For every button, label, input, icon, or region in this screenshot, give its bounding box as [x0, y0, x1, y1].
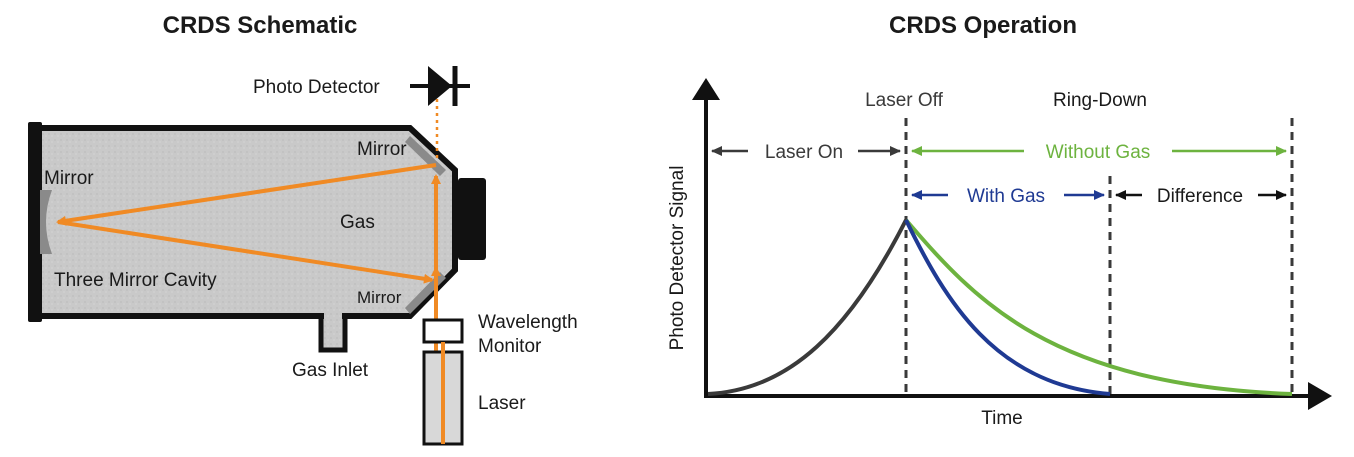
label-with-gas: With Gas	[967, 186, 1045, 207]
label-y-axis: Photo Detector Signal	[667, 166, 688, 351]
cavity-end-cap	[28, 122, 42, 322]
label-difference: Difference	[1157, 186, 1243, 207]
label-laser-on: Laser On	[765, 142, 843, 163]
label-laser: Laser	[478, 393, 526, 414]
y-axis-arrow-icon	[692, 78, 720, 100]
label-gas-inlet: Gas Inlet	[292, 360, 369, 381]
wavelength-monitor-box	[422, 318, 464, 344]
label-laser-off: Laser Off	[865, 90, 944, 111]
gas-inlet-joint	[324, 312, 342, 320]
laser-beam-to-left-mirror	[56, 163, 437, 226]
laser-on-curve	[707, 219, 908, 396]
label-photo-detector: Photo Detector	[253, 77, 380, 98]
label-ring-down: Ring-Down	[1053, 90, 1147, 111]
right-window	[458, 178, 486, 260]
operation-title: CRDS Operation	[889, 12, 1077, 39]
label-mirror-left: Mirror	[44, 168, 94, 189]
schematic-title: CRDS Schematic	[163, 12, 358, 39]
without-gas-curve	[904, 218, 1293, 396]
label-gas: Gas	[340, 212, 375, 233]
x-axis-arrow-icon	[1308, 382, 1332, 410]
photo-detector-icon	[410, 66, 470, 106]
label-without-gas: Without Gas	[1046, 142, 1151, 163]
schematic-panel: CRDS Schematic	[28, 12, 578, 446]
left-mirror	[40, 190, 52, 254]
operation-panel: CRDS Operation Laser Off Ring-Down Laser…	[667, 12, 1332, 429]
label-monitor: Monitor	[478, 336, 542, 357]
label-x-axis: Time	[981, 408, 1023, 429]
laser-beam-return	[57, 220, 434, 284]
label-mirror-top: Mirror	[357, 139, 407, 160]
label-wavelength: Wavelength	[478, 312, 578, 333]
label-mirror-bottom: Mirror	[357, 288, 402, 307]
with-gas-curve	[904, 219, 1111, 396]
label-three-mirror-cavity: Three Mirror Cavity	[54, 270, 217, 291]
